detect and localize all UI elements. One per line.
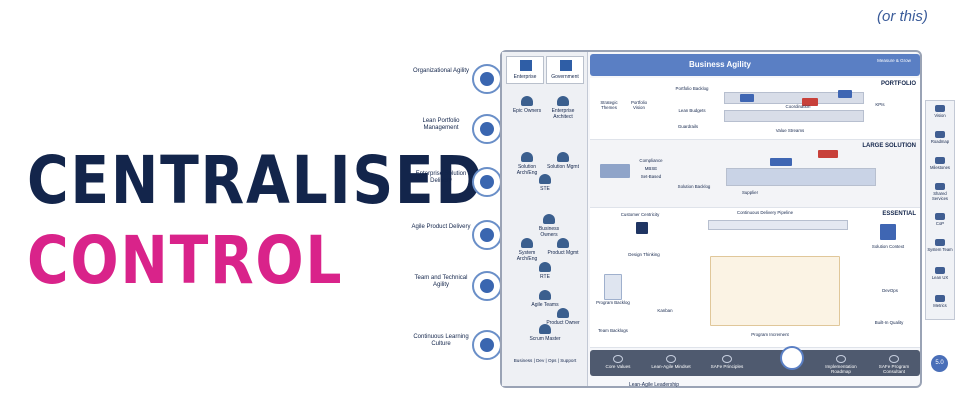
role-system-arch: System Arch/Eng	[510, 238, 544, 262]
role-scrum-master: Scrum Master	[528, 324, 562, 342]
customer-icon	[636, 222, 648, 234]
role-enterprise-architect: Enterprise Architect	[546, 96, 580, 120]
enabler-chip	[818, 150, 838, 158]
solution-icon	[472, 167, 502, 197]
measure-grow-label: Measure & Grow	[877, 58, 911, 63]
portfolio-icon	[472, 114, 502, 144]
role-business-owners: Business Owners	[532, 214, 566, 238]
handwritten-note: (or this)	[877, 8, 928, 25]
spanning-palette: Vision Roadmap Milestones Shared Service…	[925, 100, 955, 320]
portfolio-band: PORTFOLIO Strategic Themes Portfolio Vis…	[590, 78, 920, 140]
lean-agile-leadership-label: Lean-Agile Leadership	[628, 382, 680, 388]
role-ste: STE	[528, 174, 562, 192]
version-badge: 5.0	[931, 355, 948, 372]
role-product-mgmt: Product Mgmt	[546, 238, 580, 256]
building-icon	[520, 60, 532, 71]
solution-context-icon	[880, 224, 896, 240]
capitol-icon	[560, 60, 572, 71]
value-stream-arrow	[724, 92, 864, 104]
level-enterprise-solution: Enterprise Solution Delivery	[410, 165, 510, 205]
enabler-chip	[802, 98, 818, 106]
business-dev-ops-note: Business | Dev | Ops | Support	[513, 358, 577, 363]
role-solution-mgmt: Solution Mgmt	[546, 152, 580, 170]
role-solution-arch: Solution Arch/Eng	[510, 152, 544, 176]
foundation-bar: Core Values Lean-Agile Mindset SAFe Prin…	[590, 346, 920, 376]
solution-intent-icon	[600, 164, 630, 178]
level-organizational-agility: Organizational Agility	[410, 62, 510, 102]
lean-agile-leadership-icon	[780, 346, 804, 370]
role-agile-teams: Agile Teams	[528, 290, 562, 308]
team-icon	[472, 271, 502, 301]
role-epic-owners: Epic Owners	[510, 96, 544, 114]
competency-levels: Organizational Agility Lean Portfolio Ma…	[410, 62, 510, 392]
organizational-agility-icon	[472, 64, 502, 94]
roles-panel: Enterprise Government Epic Owners Enterp…	[502, 52, 588, 386]
epic-chip	[740, 94, 754, 102]
pipeline-arrow	[708, 220, 848, 230]
level-lean-portfolio: Lean Portfolio Management	[410, 112, 510, 152]
role-product-owner: Product Owner	[546, 308, 580, 326]
product-icon	[472, 220, 502, 250]
large-solution-band: LARGE SOLUTION Compliance MBSE Set-Based…	[590, 140, 920, 208]
slide-title-line-1: CENTRALISED	[27, 142, 485, 219]
slide-title-line-2: CONTROL	[27, 222, 344, 299]
tab-enterprise: Enterprise	[506, 56, 544, 84]
epic-chip	[838, 90, 852, 98]
capability-chip	[770, 158, 792, 166]
value-stream-arrow	[724, 110, 864, 122]
program-increment-area	[710, 256, 840, 326]
learning-icon	[472, 330, 502, 360]
program-backlog-icon	[604, 274, 622, 300]
business-agility-banner: Business Agility Measure & Grow	[590, 54, 920, 76]
level-agile-product: Agile Product Delivery	[410, 218, 510, 258]
tab-government: Government	[546, 56, 584, 84]
level-team-technical: Team and Technical Agility	[410, 269, 510, 309]
role-rte: RTE	[528, 262, 562, 280]
level-learning-culture: Continuous Learning Culture	[410, 328, 510, 368]
safe-framework-diagram: Enterprise Government Epic Owners Enterp…	[500, 50, 922, 388]
solution-train-arrow	[726, 168, 876, 186]
essential-band: ESSENTIAL Customer Centricity Design Thi…	[590, 208, 920, 348]
